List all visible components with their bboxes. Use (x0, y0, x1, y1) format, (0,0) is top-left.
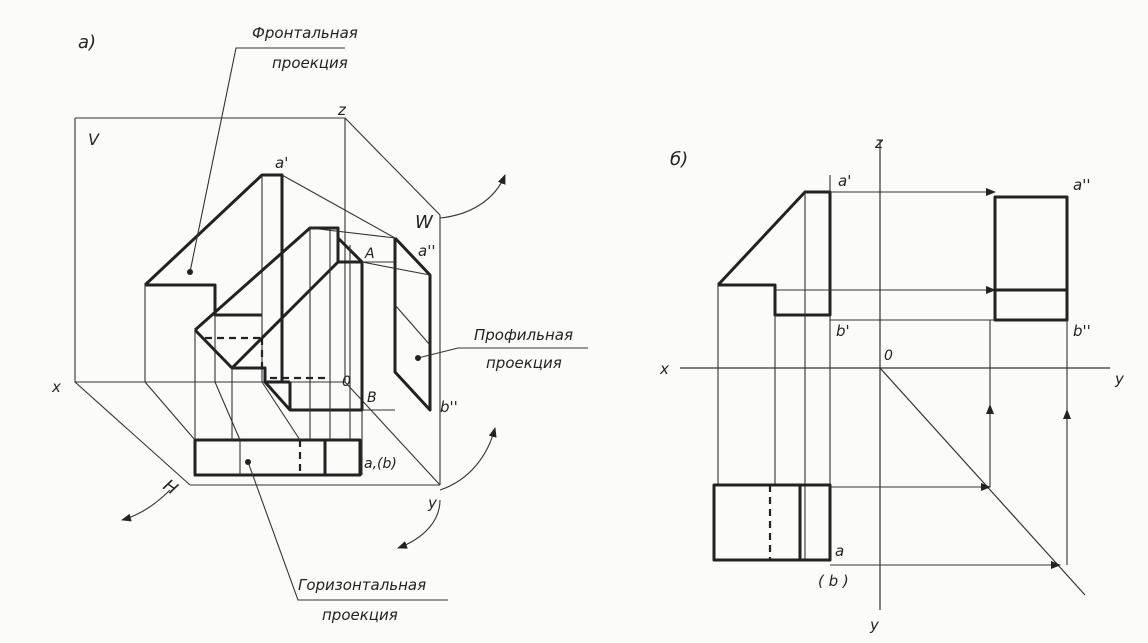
point-a-front-label-b: a' (838, 172, 851, 190)
profile-projection-b (993, 195, 1069, 322)
origin-label-b: 0 (884, 348, 893, 364)
projection-planes (74, 117, 441, 486)
axis-y-bottom-label: y (869, 616, 880, 634)
point-b-profile-label: b'' (440, 398, 458, 416)
caption-horizontal-line2: проекция (322, 606, 398, 624)
leader-horizontal (247, 461, 448, 601)
axis-z-label: z (337, 101, 347, 119)
figure-b: б) z x y y 0 a' b' a'' b'' a ( b ) (659, 134, 1125, 634)
axis-y-label: y (427, 494, 438, 512)
point-a-horiz-label-b: a (835, 542, 844, 560)
axis-z-label-b: z (874, 134, 884, 152)
plane-w-edge (344, 117, 441, 216)
object-3d (193, 226, 364, 412)
caption-horizontal-line1: Горизонтальная (298, 576, 426, 594)
rotation-arrow-h (121, 489, 171, 522)
point-b-profile-label-b: b'' (1073, 322, 1091, 340)
point-B-label: B (367, 390, 377, 406)
point-ab-horiz-label: a,(b) (364, 456, 397, 472)
caption-frontal-line2: проекция (272, 54, 348, 72)
axis-y-right-label: y (1114, 370, 1125, 388)
rotation-arrow-y2 (397, 499, 441, 549)
plane-h-edge (74, 381, 191, 486)
caption-profile-line2: проекция (486, 354, 562, 372)
origin-label-a: 0 (342, 374, 351, 390)
point-a-profile-label: a'' (418, 242, 435, 260)
constant-line-45 (879, 367, 1086, 596)
plane-v-frame (74, 118, 345, 383)
connection-lines-b (775, 175, 1071, 569)
plane-v-label: V (88, 130, 100, 149)
caption-profile-line1: Профильная (474, 326, 573, 344)
frontal-projection-a (143, 173, 284, 382)
profile-projection-a (393, 236, 432, 412)
horizontal-projection-b (712, 483, 832, 562)
plane-w-label: W (415, 212, 434, 233)
point-a-front-label: a' (275, 154, 288, 172)
projection-lines-a (144, 174, 431, 475)
point-b-front-label-b: b' (836, 322, 850, 340)
point-b-horiz-label-b: ( b ) (818, 572, 849, 590)
figure-a: а) V z W x H y a' a'' b'' A B 0 a,(b) Фр… (51, 24, 588, 624)
caption-frontal-line1: Фронтальная (252, 24, 358, 42)
leader-frontal (189, 47, 345, 273)
rotation-arrow-w (439, 174, 506, 219)
figure-a-label: а) (78, 32, 96, 53)
axis-x-label-b: x (659, 360, 669, 378)
rotation-arrow-y1 (439, 427, 497, 491)
frontal-projection-b (716, 190, 832, 560)
point-a-profile-label-b: a'' (1073, 176, 1090, 194)
plane-h-label: H (159, 476, 181, 500)
axis-x-label: x (51, 378, 61, 396)
horizontal-projection-a (193, 438, 362, 477)
point-A-label: A (364, 246, 375, 262)
figure-b-label: б) (670, 149, 688, 170)
leader-profile (417, 347, 588, 359)
